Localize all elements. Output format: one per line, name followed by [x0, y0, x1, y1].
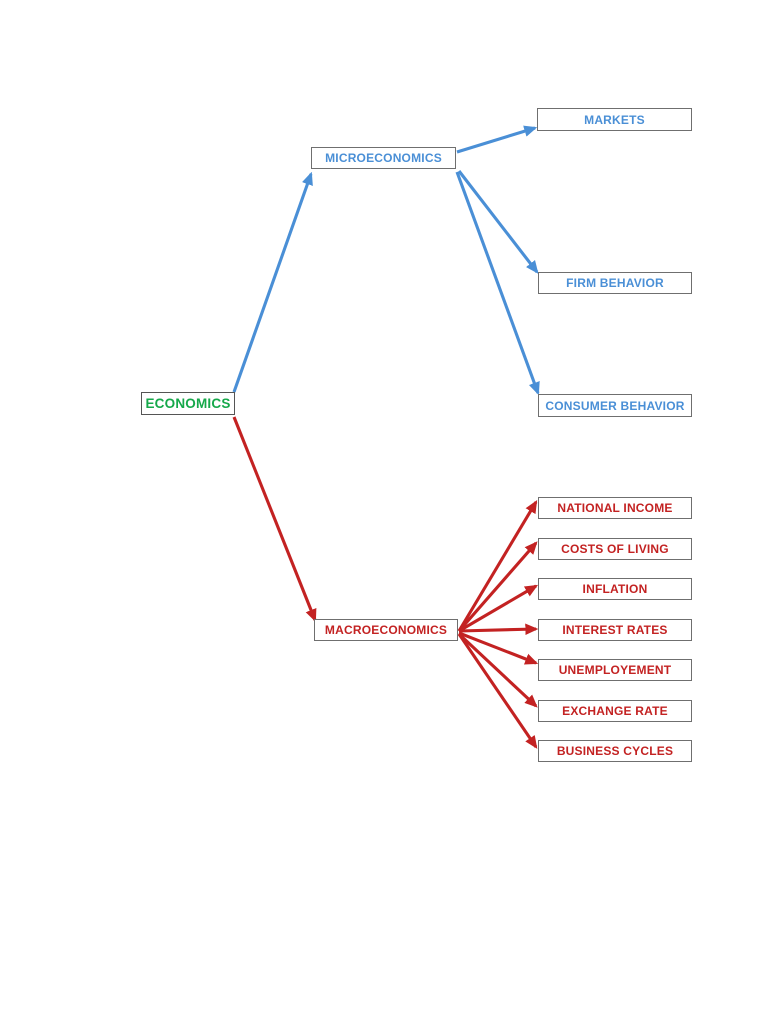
node-firm-behavior[interactable]: FIRM BEHAVIOR	[538, 272, 692, 294]
edge-economics-to-macroeconomics	[232, 416, 317, 623]
edge-macroeconomics-to-business-cycles	[457, 633, 538, 749]
edge-macroeconomics-to-exchange-rate	[457, 632, 538, 708]
node-inflation[interactable]: INFLATION	[538, 578, 692, 600]
node-national-income[interactable]: NATIONAL INCOME	[538, 497, 692, 519]
edge-macroeconomics-to-interest-rates	[458, 623, 539, 636]
edge-macroeconomics-to-inflation	[458, 584, 539, 633]
edge-economics-to-microeconomics	[232, 171, 313, 393]
node-exchange-rate[interactable]: EXCHANGE RATE	[538, 700, 692, 722]
node-costs-of-living[interactable]: COSTS OF LIVING	[538, 538, 692, 560]
edge-microeconomics-to-firm-behavior	[457, 170, 539, 274]
edge-microeconomics-to-consumer-behavior	[455, 171, 540, 396]
node-economics[interactable]: ECONOMICS	[141, 392, 235, 415]
edge-macroeconomics-to-costs-of-living	[457, 541, 538, 633]
edge-microeconomics-to-markets	[456, 125, 538, 154]
node-consumer-behavior[interactable]: CONSUMER BEHAVIOR	[538, 394, 692, 417]
edge-macroeconomics-to-national-income	[457, 499, 538, 632]
node-unemployement[interactable]: UNEMPLOYEMENT	[538, 659, 692, 681]
edge-macroeconomics-to-unemployement	[458, 631, 539, 665]
node-macroeconomics[interactable]: MACROECONOMICS	[314, 619, 458, 641]
node-interest-rates[interactable]: INTEREST RATES	[538, 619, 692, 641]
node-business-cycles[interactable]: BUSINESS CYCLES	[538, 740, 692, 762]
node-markets[interactable]: MARKETS	[537, 108, 692, 131]
node-microeconomics[interactable]: MICROECONOMICS	[311, 147, 456, 169]
